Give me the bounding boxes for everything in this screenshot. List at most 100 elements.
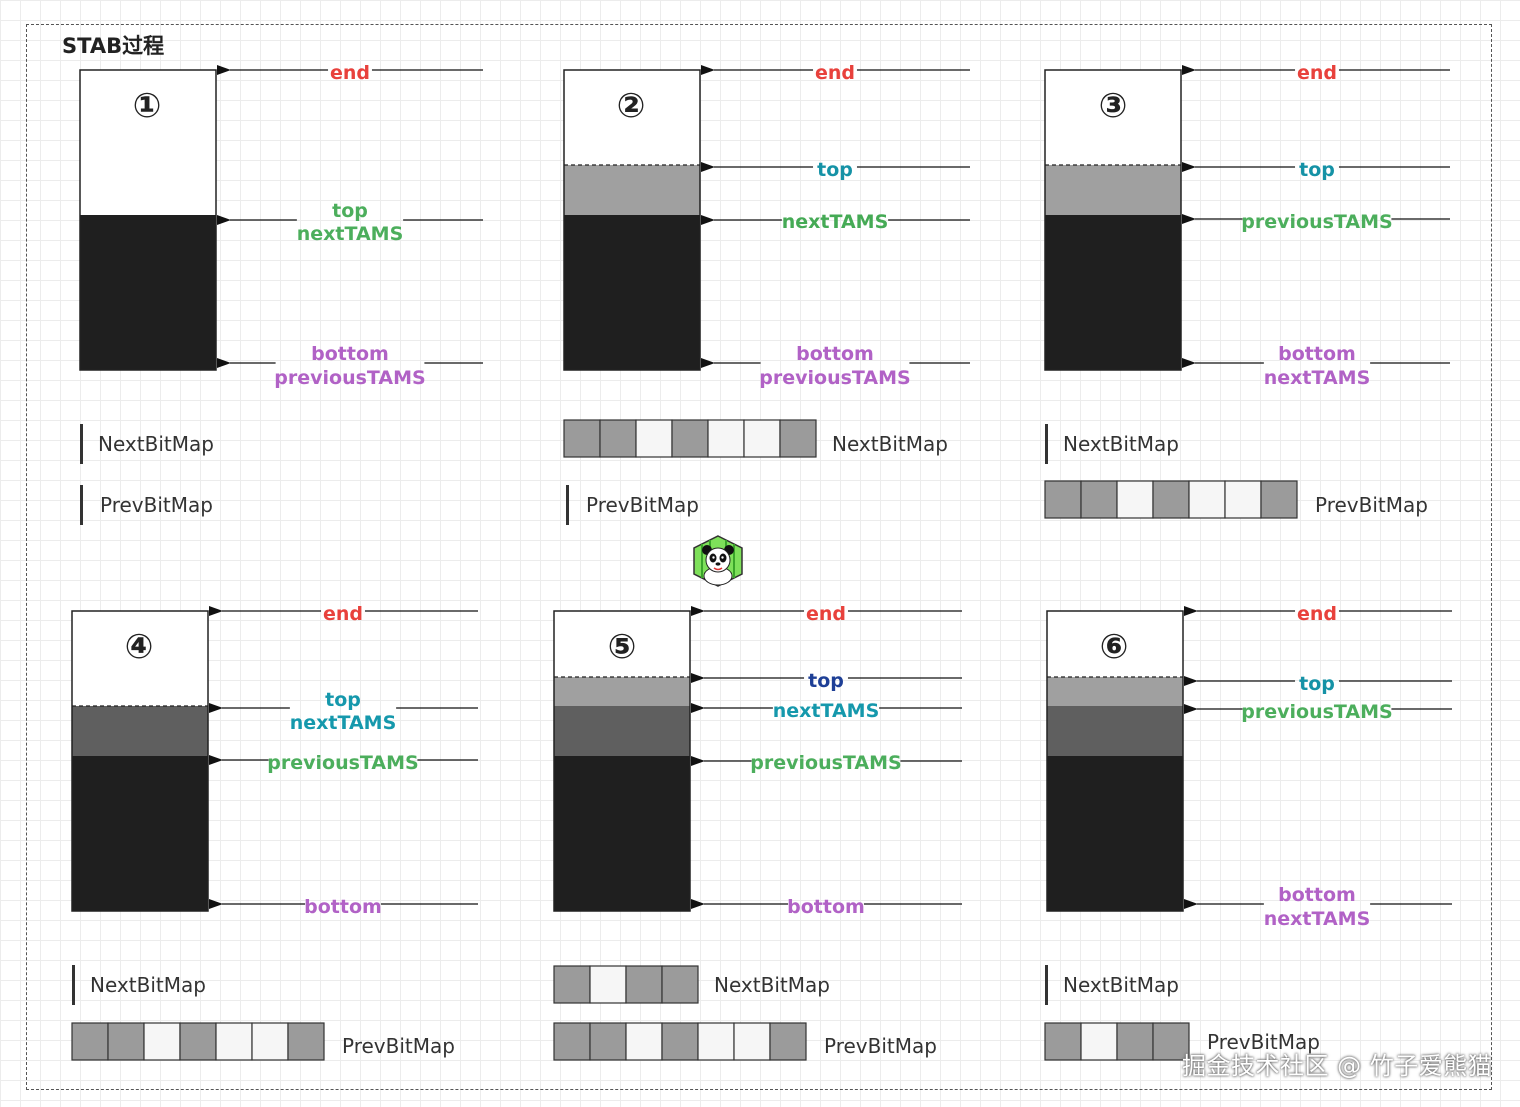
bitmap-cell-marked xyxy=(71,1022,109,1061)
prev-bitmap-label: PrevBitMap xyxy=(586,493,699,517)
region-band xyxy=(1045,165,1181,215)
pointer-label-bottom: bottom xyxy=(1278,884,1356,906)
region-band xyxy=(80,215,216,370)
pointer-label-end: end xyxy=(330,62,370,84)
bitmap-cell-marked xyxy=(1080,480,1118,519)
panel-3: ③endtoppreviousTAMSbottomnextTAMSNextBit… xyxy=(1044,62,1450,519)
bitmap-cell-unmarked xyxy=(635,419,673,458)
next-bitmap: NextBitMap xyxy=(563,419,948,458)
pointer-label-previoustams: previousTAMS xyxy=(1241,701,1392,723)
prev-bitmap-label: PrevBitMap xyxy=(342,1034,455,1058)
region-band xyxy=(564,215,700,370)
panel-5: ⑤endtopnextTAMSpreviousTAMSbottomNextBit… xyxy=(553,603,962,1061)
pointer-label-end: end xyxy=(806,603,846,625)
empty-bitmap-marker xyxy=(566,485,569,525)
bitmap-cell-unmarked xyxy=(625,1022,663,1061)
diagram-title: STAB过程 xyxy=(62,34,165,58)
region-band xyxy=(1045,215,1181,370)
next-bitmap-label: NextBitMap xyxy=(714,973,830,997)
prev-bitmap: PrevBitMap xyxy=(71,1022,455,1061)
panda-icon xyxy=(693,535,743,587)
empty-bitmap-marker xyxy=(1045,965,1048,1005)
bitmap-cell-unmarked xyxy=(215,1022,253,1061)
prev-bitmap: PrevBitMap xyxy=(566,485,699,525)
empty-bitmap-marker xyxy=(72,965,75,1005)
region-band xyxy=(1047,756,1183,911)
next-bitmap-label: NextBitMap xyxy=(1063,432,1179,456)
bitmap-cell-unmarked xyxy=(1080,1022,1118,1061)
next-bitmap-label: NextBitMap xyxy=(98,432,214,456)
pointer-label-end: end xyxy=(1297,603,1337,625)
pointer-label-top: top xyxy=(808,670,844,692)
empty-bitmap-marker xyxy=(80,485,83,525)
pointer-label-top: top xyxy=(332,200,368,222)
bitmap-cell-unmarked xyxy=(251,1022,289,1061)
pointer-label-previoustams: previousTAMS xyxy=(267,752,418,774)
bitmap-cell-marked xyxy=(107,1022,145,1061)
step-number: ⑥ xyxy=(1100,627,1129,667)
bitmap-cell-marked xyxy=(1152,480,1190,519)
pointer-label-nexttams: nextTAMS xyxy=(1264,908,1371,930)
pointer-label-previoustams: previousTAMS xyxy=(750,752,901,774)
pointer-label-nexttams: nextTAMS xyxy=(782,211,889,233)
prev-bitmap-label: PrevBitMap xyxy=(824,1034,937,1058)
panel-2: ②endtopnextTAMSbottompreviousTAMSNextBit… xyxy=(563,62,970,525)
panel-1: ①endtopnextTAMSbottompreviousTAMSNextBit… xyxy=(79,62,483,525)
bitmap-cell-unmarked xyxy=(143,1022,181,1061)
next-bitmap: NextBitMap xyxy=(1045,424,1179,464)
heap-region-outline xyxy=(1044,69,1182,371)
pointer-label-previoustams: previousTAMS xyxy=(274,367,425,389)
prev-bitmap: PrevBitMap xyxy=(553,1022,937,1061)
region-band xyxy=(1045,70,1181,165)
prev-bitmap-label: PrevBitMap xyxy=(100,493,213,517)
bitmap-cell-marked xyxy=(553,1022,591,1061)
bitmap-cell-unmarked xyxy=(1188,480,1226,519)
prev-bitmap-label: PrevBitMap xyxy=(1315,493,1428,517)
heap-region-outline xyxy=(79,69,217,371)
region-band xyxy=(72,706,208,756)
next-bitmap-label: NextBitMap xyxy=(90,973,206,997)
empty-bitmap-marker xyxy=(1045,424,1048,464)
pointer-label-nexttams: nextTAMS xyxy=(290,712,397,734)
prev-bitmap: PrevBitMap xyxy=(80,485,213,525)
bitmap-cell-marked xyxy=(1116,1022,1154,1061)
bitmap-cell-marked xyxy=(625,965,663,1004)
region-band xyxy=(554,756,690,911)
bitmap-cell-marked xyxy=(779,419,817,458)
bitmap-cell-unmarked xyxy=(1224,480,1262,519)
next-bitmap: NextBitMap xyxy=(80,424,214,464)
bitmap-cell-marked xyxy=(1152,1022,1190,1061)
region-band xyxy=(1047,611,1183,677)
pointer-label-top: top xyxy=(1299,159,1335,181)
region-band xyxy=(1047,706,1183,756)
bitmap-cell-marked xyxy=(1260,480,1298,519)
step-number: ⑤ xyxy=(608,627,637,667)
prev-bitmap-label: PrevBitMap xyxy=(1207,1030,1320,1054)
panel-4: ④endtopnextTAMSpreviousTAMSbottomNextBit… xyxy=(71,603,478,1061)
bitmap-cell-marked xyxy=(287,1022,325,1061)
bitmap-cell-unmarked xyxy=(697,1022,735,1061)
pointer-label-end: end xyxy=(323,603,363,625)
next-bitmap: NextBitMap xyxy=(1045,965,1179,1005)
pointer-label-bottom: bottom xyxy=(787,896,865,918)
step-number: ② xyxy=(617,86,646,126)
bitmap-cell-marked xyxy=(589,1022,627,1061)
bitmap-cell-marked xyxy=(671,419,709,458)
bitmap-cell-unmarked xyxy=(707,419,745,458)
empty-bitmap-marker xyxy=(80,424,83,464)
region-band xyxy=(1047,677,1183,706)
next-bitmap-label: NextBitMap xyxy=(1063,973,1179,997)
bitmap-cell-marked xyxy=(553,965,591,1004)
pointer-label-bottom: bottom xyxy=(796,343,874,365)
region-band xyxy=(564,70,700,165)
pointer-label-previoustams: previousTAMS xyxy=(1241,211,1392,233)
heap-region-outline xyxy=(553,610,691,912)
next-bitmap-label: NextBitMap xyxy=(832,432,948,456)
region-band xyxy=(80,70,216,215)
bitmap-cell-marked xyxy=(661,965,699,1004)
pointer-label-top: top xyxy=(1299,673,1335,695)
next-bitmap: NextBitMap xyxy=(553,965,830,1004)
prev-bitmap: PrevBitMap xyxy=(1044,1022,1320,1061)
bitmap-cell-marked xyxy=(769,1022,807,1061)
